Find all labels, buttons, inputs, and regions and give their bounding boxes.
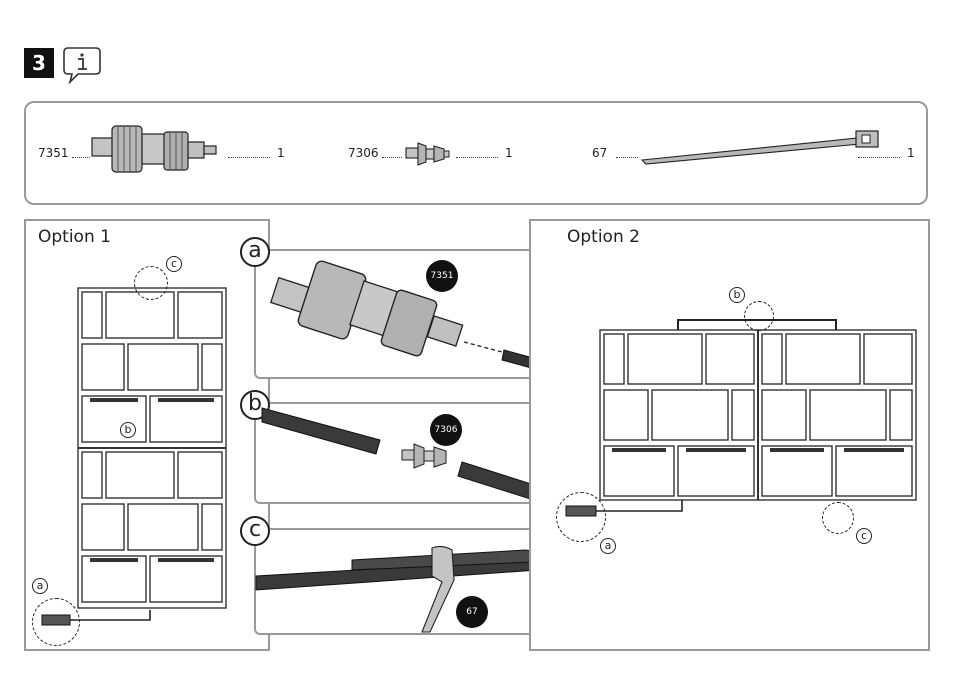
dashed-callout-a-option2 bbox=[556, 492, 606, 542]
connector-7306-detail-icon bbox=[261, 404, 552, 508]
info-speech-icon bbox=[62, 46, 102, 88]
hose-connector-option1 bbox=[40, 610, 160, 634]
part-code-67: 67 bbox=[592, 146, 608, 160]
callout-label-b-option2: b bbox=[729, 287, 745, 303]
detail-c-letter: c bbox=[240, 516, 270, 546]
part-code-7351: 7351 bbox=[38, 146, 69, 160]
connector-7351-detail-icon bbox=[269, 260, 550, 380]
detail-b-part-badge: 7306 bbox=[430, 414, 462, 446]
part-qty-7306: 1 bbox=[505, 146, 513, 160]
planter-grid-vertical bbox=[76, 286, 236, 640]
dashed-callout-b-option2 bbox=[744, 301, 774, 331]
part-code-7306: 7306 bbox=[348, 146, 379, 160]
part-leader-dots bbox=[228, 157, 270, 158]
callout-label-c-option2: c bbox=[856, 528, 872, 544]
part-leader-dots bbox=[616, 157, 638, 158]
part-leader-dots bbox=[858, 157, 900, 158]
connector-7351-icon bbox=[90, 118, 220, 186]
callout-label-a: a bbox=[32, 578, 48, 594]
option-2-title: Option 2 bbox=[567, 227, 640, 247]
option-1-title: Option 1 bbox=[38, 227, 111, 247]
callout-label-c: c bbox=[166, 256, 182, 272]
callout-label-a-option2: a bbox=[600, 538, 616, 554]
part-leader-dots bbox=[382, 157, 402, 158]
step-number-badge: 3 bbox=[24, 48, 54, 78]
cable-tie-67-icon bbox=[640, 128, 885, 172]
hose-connector-option2 bbox=[564, 500, 688, 524]
connector-7306-icon bbox=[404, 140, 450, 172]
planter-grid-horizontal bbox=[598, 318, 920, 506]
detail-a-letter: a bbox=[240, 237, 270, 267]
part-leader-dots bbox=[456, 157, 498, 158]
part-qty-7351: 1 bbox=[277, 146, 285, 160]
cable-tie-detail-icon bbox=[255, 540, 550, 640]
part-leader-dots bbox=[72, 157, 90, 158]
part-qty-67: 1 bbox=[907, 146, 915, 160]
dashed-callout-a-option1 bbox=[32, 598, 80, 646]
detail-c-part-badge: 67 bbox=[456, 596, 488, 628]
callout-label-b: b bbox=[120, 422, 136, 438]
dashed-callout-c-option1 bbox=[134, 266, 168, 300]
dashed-callout-c-option2 bbox=[822, 502, 854, 534]
detail-a-part-badge: 7351 bbox=[426, 260, 458, 292]
parts-list-box bbox=[24, 101, 928, 205]
